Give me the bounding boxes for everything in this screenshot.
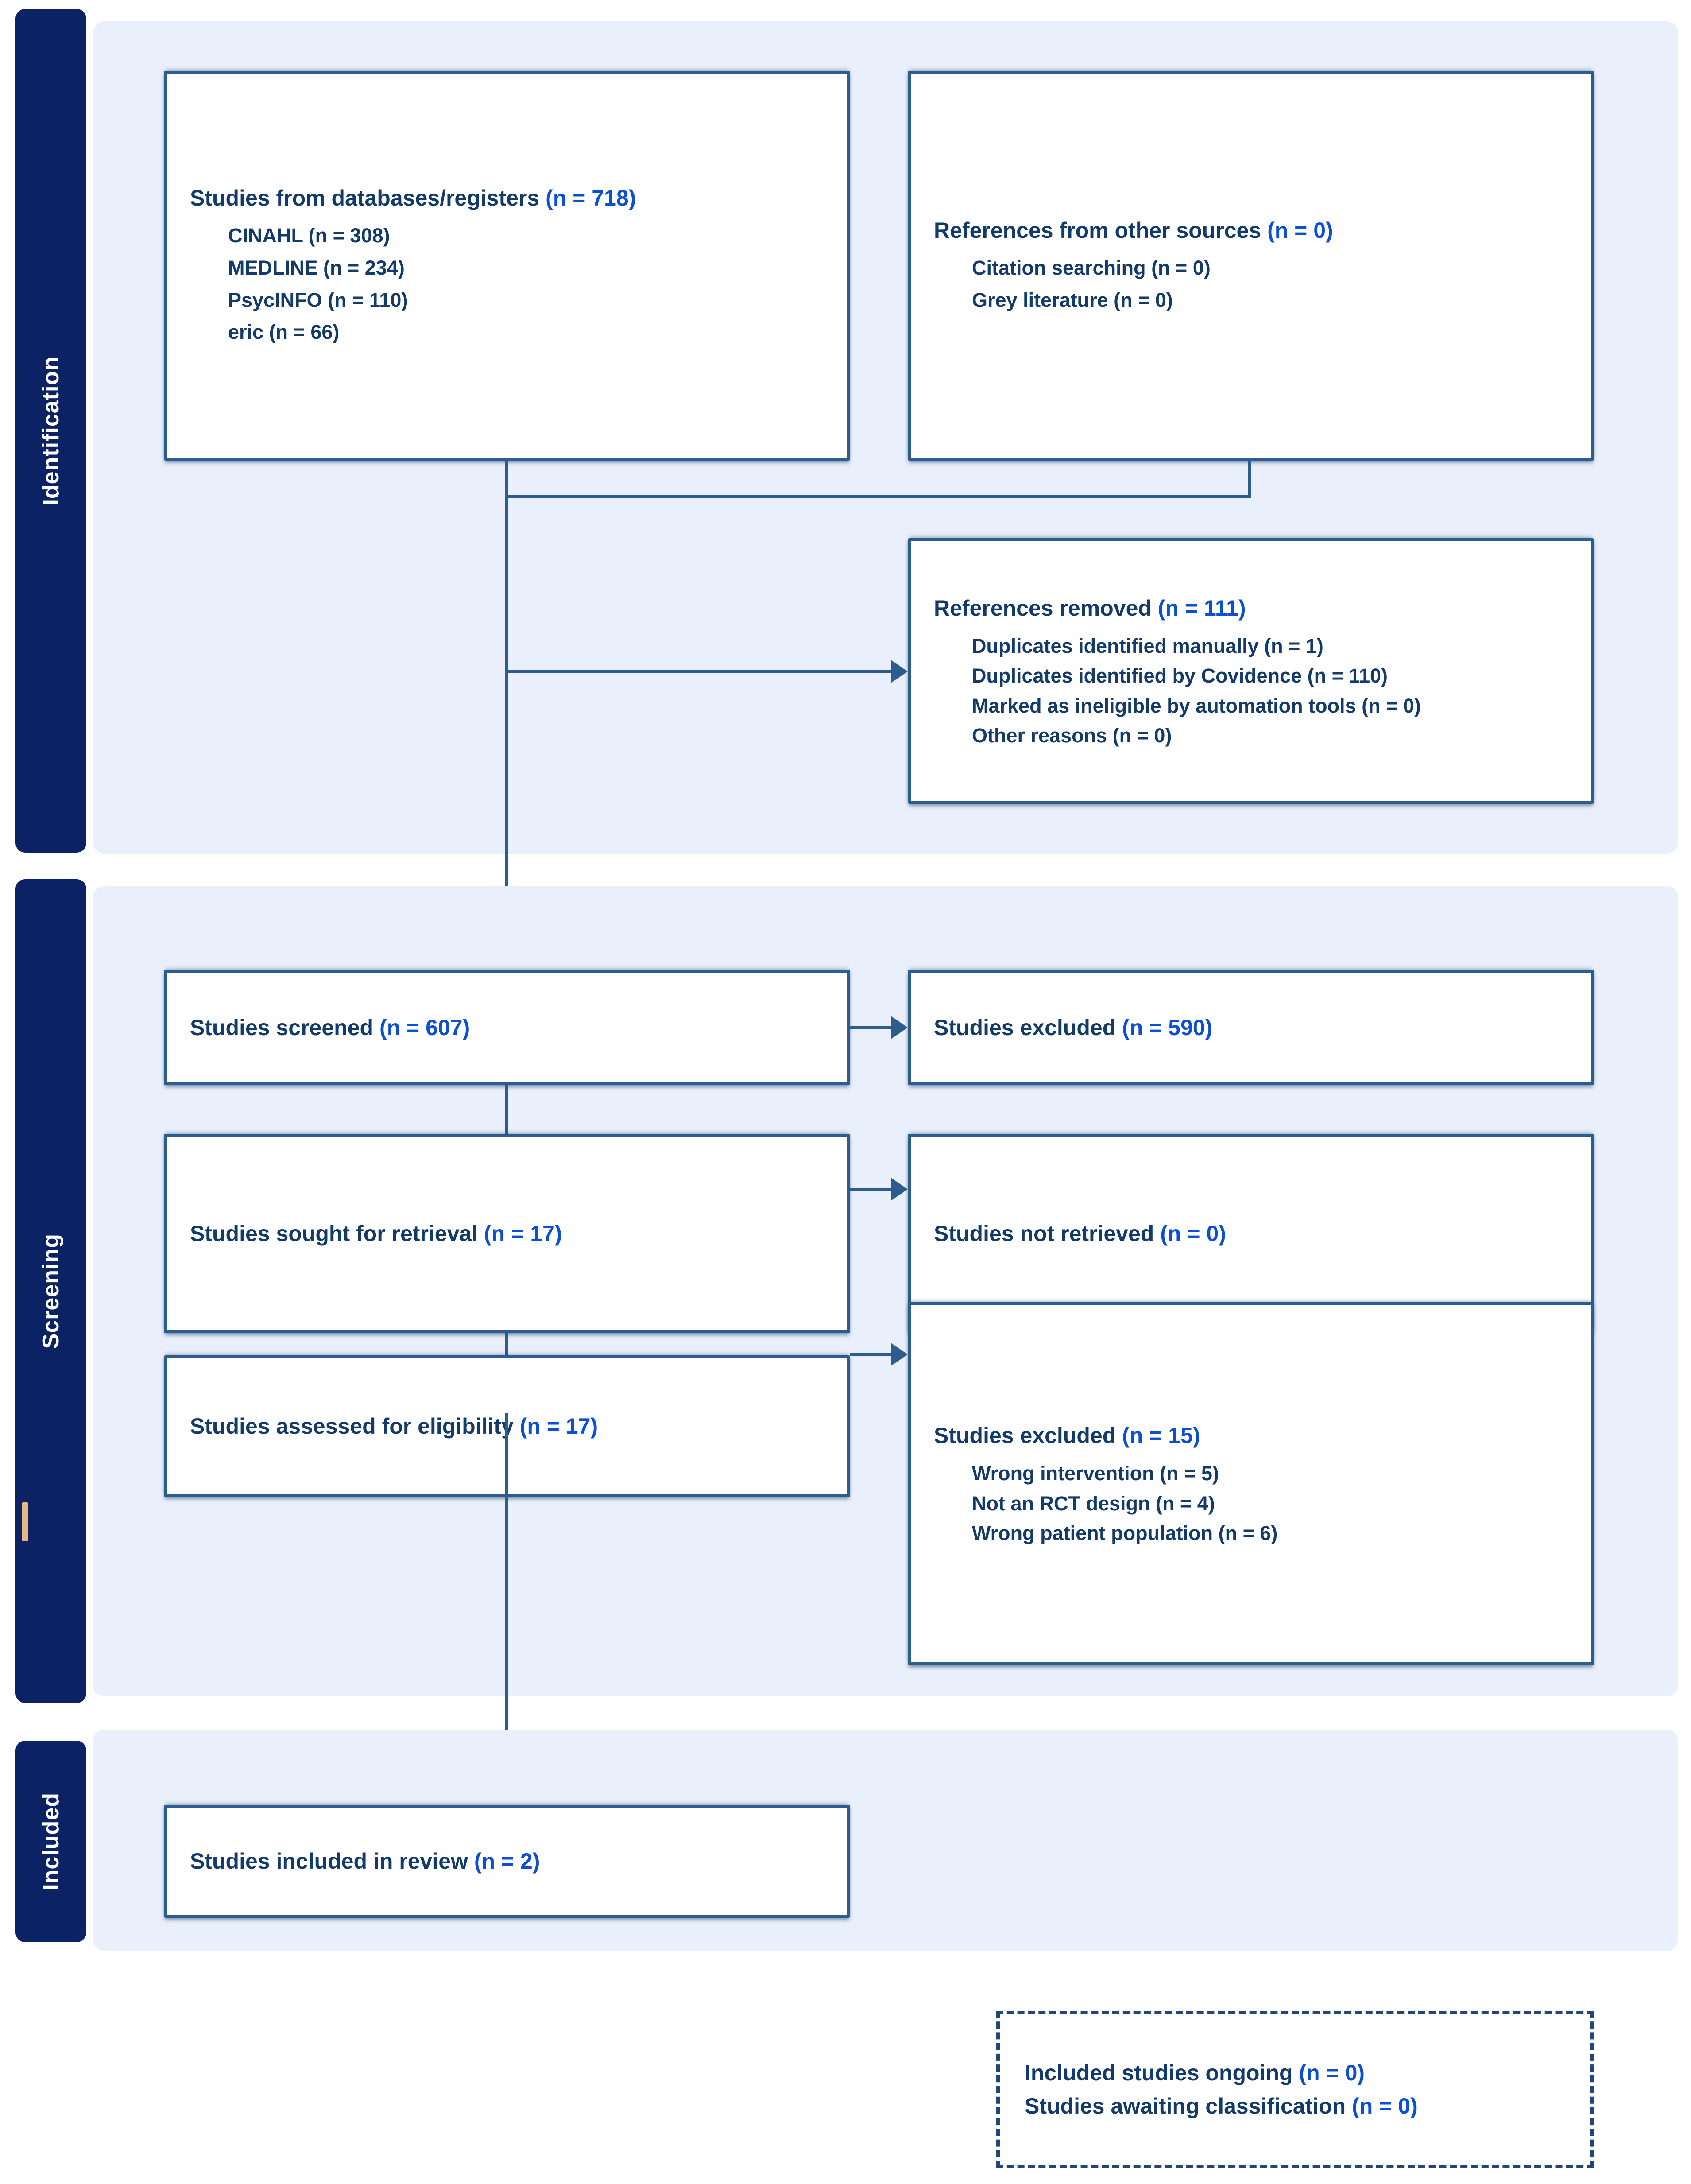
stage-label-screening: Screening [38, 1233, 64, 1349]
ongoing-count: (n = 0) [1299, 2060, 1365, 2085]
list-item: Duplicates identified manually (n = 1) [972, 634, 1323, 657]
list-item: Other reasons (n = 0) [972, 724, 1172, 747]
headline-count: (n = 0) [1160, 1221, 1226, 1246]
headline-text: Studies screened [190, 1015, 379, 1040]
headline-text: Studies not retrieved [934, 1221, 1161, 1246]
box-sublist: Citation searching (n = 0) Grey literatu… [934, 252, 1568, 317]
list-item: eric (n = 66) [228, 321, 340, 344]
ongoing-text: Included studies ongoing [1025, 2060, 1299, 2085]
box-headline: Studies excluded (n = 15) [934, 1419, 1568, 1452]
arrowhead-assessed-to-excluded [891, 1343, 908, 1366]
box-headline: Studies not retrieved (n = 0) [934, 1218, 1568, 1249]
box-sublist: Duplicates identified manually (n = 1) D… [934, 631, 1568, 751]
headline-count: (n = 17) [484, 1221, 562, 1246]
connector-to-references-removed-h [505, 670, 892, 673]
headline-text: Studies excluded [934, 1423, 1122, 1448]
headline-text: Studies assessed for eligibility [190, 1413, 520, 1439]
headline-count: (n = 718) [546, 185, 636, 210]
box-sublist: Wrong intervention (n = 5) Not an RCT de… [934, 1459, 1568, 1548]
awaiting-count: (n = 0) [1352, 2093, 1418, 2118]
box-studies-sought-for-retrieval: Studies sought for retrieval (n = 17) [164, 1134, 850, 1333]
connector-screened-to-sought [505, 1085, 508, 1163]
headline-text: References from other sources [934, 217, 1268, 243]
headline-count: (n = 17) [519, 1413, 598, 1439]
box-ongoing-and-awaiting-classification: Included studies ongoing (n = 0) Studies… [996, 2011, 1594, 2168]
headline-text: Studies from databases/registers [190, 185, 546, 210]
box-studies-screened: Studies screened (n = 607) [164, 970, 850, 1085]
awaiting-line: Studies awaiting classification (n = 0) [1025, 2090, 1566, 2123]
headline-count: (n = 607) [379, 1015, 470, 1040]
box-studies-excluded-eligibility: Studies excluded (n = 15) Wrong interven… [908, 1302, 1594, 1665]
headline-text: References removed [934, 595, 1158, 621]
headline-text: Studies sought for retrieval [190, 1221, 484, 1246]
list-item: Wrong intervention (n = 5) [972, 1462, 1219, 1485]
box-references-other-sources: References from other sources (n = 0) Ci… [908, 71, 1594, 461]
box-sublist: CINAHL (n = 308) MEDLINE (n = 234) PsycI… [190, 220, 824, 349]
headline-count: (n = 0) [1267, 217, 1333, 243]
connector-sought-to-not-retrieved [850, 1188, 893, 1191]
headline-text: Studies included in review [190, 1849, 474, 1874]
connector-screened-to-excluded [850, 1026, 893, 1029]
list-item: MEDLINE (n = 234) [228, 256, 405, 279]
list-item: Duplicates identified by Covidence (n = … [972, 664, 1388, 687]
stage-label-identification: Identification [38, 356, 64, 506]
box-references-removed: References removed (n = 111) Duplicates … [908, 538, 1594, 804]
connector-assessed-to-included [505, 1413, 508, 1805]
list-item: Citation searching (n = 0) [972, 256, 1211, 279]
list-item: Wrong patient population (n = 6) [972, 1522, 1278, 1545]
stage-tab-included: Included [15, 1741, 86, 1942]
headline-count: (n = 111) [1157, 595, 1246, 621]
list-item: CINAHL (n = 308) [228, 224, 390, 247]
box-headline: Studies assessed for eligibility (n = 17… [190, 1411, 824, 1442]
connector-databases-down [505, 461, 508, 498]
list-item: Not an RCT design (n = 4) [972, 1492, 1215, 1515]
connector-other-sources-down [1248, 461, 1251, 498]
stage-tab-screening: Screening [15, 879, 86, 1703]
connector-spine-identification-to-screening [505, 670, 508, 954]
box-headline: Studies sought for retrieval (n = 17) [190, 1218, 824, 1249]
list-item: PsycINFO (n = 110) [228, 288, 408, 311]
connector-assessed-to-excluded [850, 1353, 893, 1356]
ongoing-line: Included studies ongoing (n = 0) [1025, 2056, 1566, 2090]
arrowhead-sought-to-not-retrieved [891, 1178, 908, 1201]
arrowhead-screened-to-excluded [891, 1016, 908, 1039]
box-headline: Studies excluded (n = 590) [934, 1012, 1568, 1043]
box-studies-excluded-screening: Studies excluded (n = 590) [908, 970, 1594, 1085]
headline-count: (n = 2) [474, 1849, 540, 1874]
connector-merge-bar [505, 495, 1251, 498]
box-studies-from-databases: Studies from databases/registers (n = 71… [164, 71, 850, 461]
stage-tab-identification: Identification [15, 9, 86, 853]
arrowhead-to-references-removed [891, 660, 908, 683]
list-item: Marked as ineligible by automation tools… [972, 694, 1421, 717]
box-headline: References from other sources (n = 0) [934, 215, 1568, 246]
sidebar-tick-mark [22, 1502, 28, 1541]
headline-count: (n = 590) [1122, 1015, 1213, 1040]
connector-to-references-removed-v [505, 495, 508, 671]
awaiting-text: Studies awaiting classification [1025, 2093, 1352, 2118]
box-headline: References removed (n = 111) [934, 592, 1568, 625]
box-headline: Studies from databases/registers (n = 71… [190, 183, 824, 213]
stage-label-included: Included [38, 1792, 64, 1891]
box-headline: Studies included in review (n = 2) [190, 1846, 824, 1877]
box-studies-included-in-review: Studies included in review (n = 2) [164, 1805, 850, 1918]
list-item: Grey literature (n = 0) [972, 288, 1173, 311]
headline-count: (n = 15) [1122, 1423, 1200, 1448]
box-headline: Studies screened (n = 607) [190, 1012, 824, 1043]
headline-text: Studies excluded [934, 1015, 1122, 1040]
